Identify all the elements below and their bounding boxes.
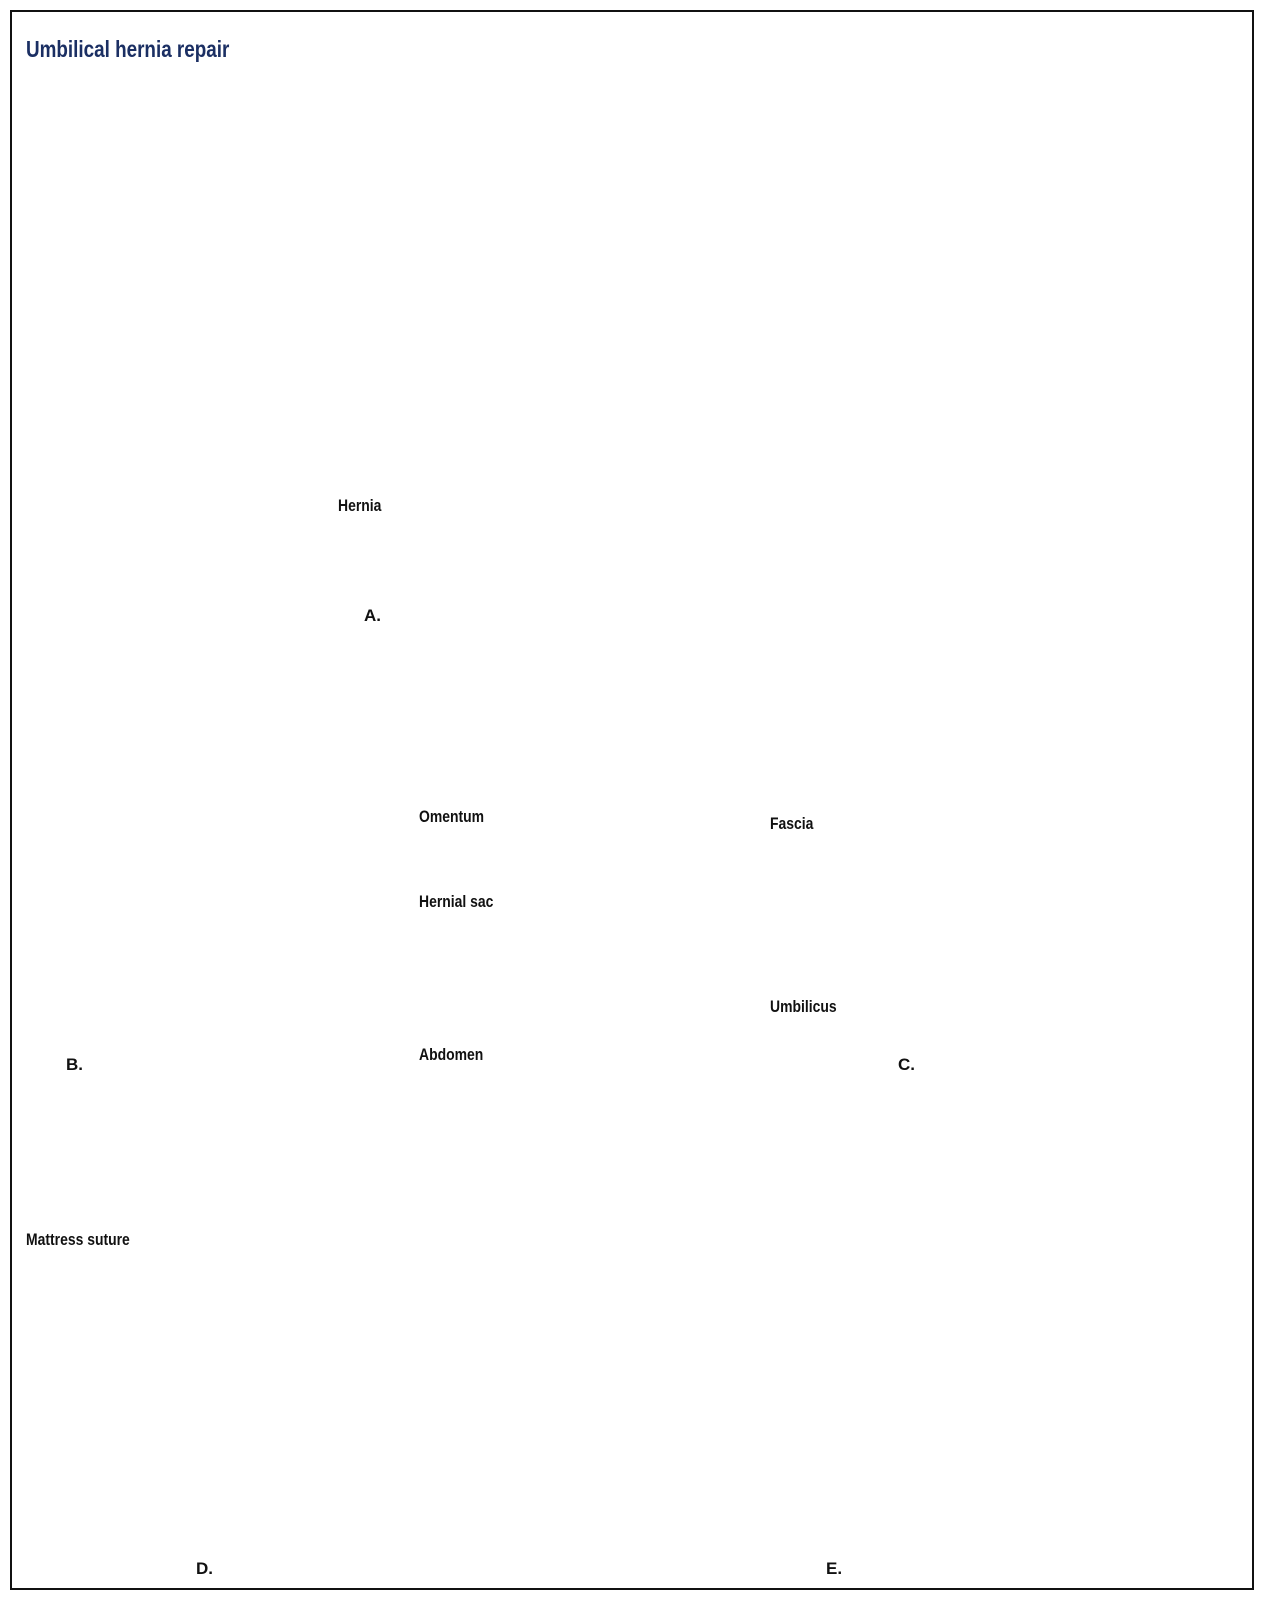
panel-label-b: B. xyxy=(66,1056,83,1073)
label-umbilicus: Umbilicus xyxy=(770,998,837,1015)
panel-label-c: C. xyxy=(898,1056,915,1073)
figure-title: Umbilical hernia repair xyxy=(26,38,229,61)
panel-label-e: E. xyxy=(826,1560,842,1577)
label-hernia: Hernia xyxy=(338,497,381,514)
label-hernial-sac: Hernial sac xyxy=(419,893,493,910)
label-fascia: Fascia xyxy=(770,815,813,832)
panel-label-d: D. xyxy=(196,1560,213,1577)
label-abdomen: Abdomen xyxy=(419,1046,483,1063)
label-omentum: Omentum xyxy=(419,808,484,825)
figure-frame xyxy=(10,10,1254,1590)
panel-label-a: A. xyxy=(364,607,381,624)
label-mattress-suture: Mattress suture xyxy=(26,1231,130,1248)
